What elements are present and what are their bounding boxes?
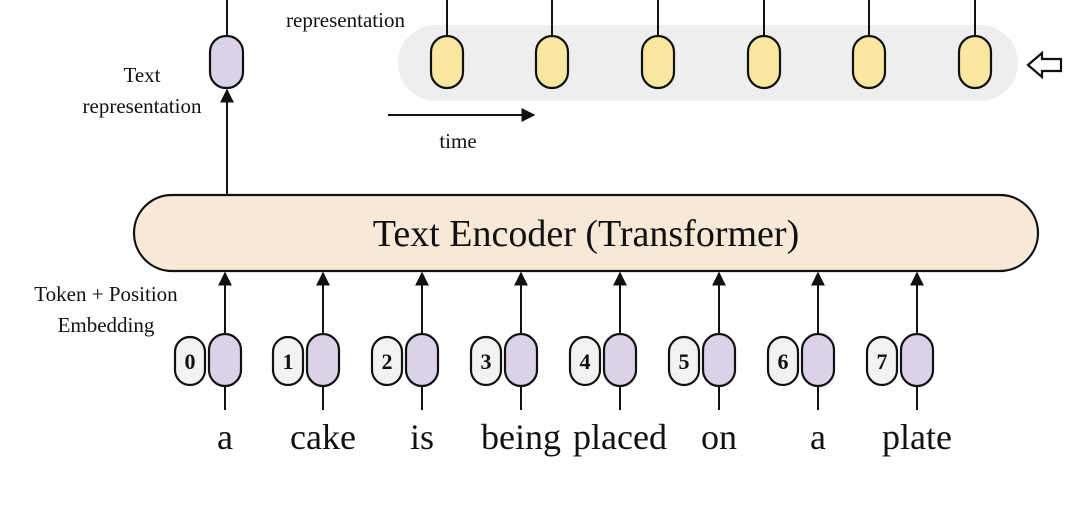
position-badge <box>865 335 899 387</box>
token-column: 0a <box>173 271 243 457</box>
token-column: 3 being <box>469 271 561 457</box>
time-label: time <box>439 129 476 153</box>
text-representation-label-line1: Text <box>123 63 160 87</box>
position-badge <box>469 335 503 387</box>
token-word: on <box>701 417 737 457</box>
token-embedding-capsule <box>800 332 836 388</box>
token-embedding-capsule <box>899 332 935 388</box>
token-column: 5 on <box>667 271 737 457</box>
position-index: 4 <box>580 349 591 374</box>
position-index: 5 <box>679 349 690 374</box>
token-embedding-capsule <box>207 332 243 388</box>
text-encoder-label: Text Encoder (Transformer) <box>373 213 799 255</box>
token-word: plate <box>882 417 952 457</box>
token-word: a <box>217 417 233 457</box>
time-feature-capsule <box>429 34 465 90</box>
top-representation-label: representation <box>286 8 405 32</box>
position-index: 7 <box>877 349 888 374</box>
text-representation-label-line2: representation <box>83 94 202 118</box>
position-badge <box>173 335 207 387</box>
token-column: 1 cake <box>271 271 356 457</box>
position-badge <box>667 335 701 387</box>
position-index: 2 <box>382 349 393 374</box>
position-index: 6 <box>778 349 789 374</box>
token-word: a <box>810 417 826 457</box>
token-embedding-capsule <box>404 332 440 388</box>
token-word: cake <box>290 417 356 457</box>
position-badge <box>271 335 305 387</box>
time-feature-capsule <box>851 34 887 90</box>
hollow-left-arrow-icon <box>1026 50 1063 80</box>
token-word: being <box>481 417 561 457</box>
text-encoder-block <box>132 193 1040 273</box>
token-word: placed <box>573 417 667 457</box>
time-feature-capsule <box>957 34 993 90</box>
token-word: is <box>410 417 434 457</box>
text-representation-feature <box>208 34 245 90</box>
token-embedding-capsule <box>503 332 539 388</box>
embedding-label-line2: Embedding <box>58 313 155 337</box>
token-column: 4 placed <box>568 271 667 457</box>
time-feature-band <box>398 25 1018 101</box>
position-badge <box>568 335 602 387</box>
time-feature-capsule <box>640 34 676 90</box>
position-badge <box>370 335 404 387</box>
position-index: 0 <box>185 349 196 374</box>
token-column: 7 plate <box>865 271 952 457</box>
token-embedding-capsule <box>701 332 737 388</box>
time-feature-capsule <box>746 34 782 90</box>
embedding-label-line1: Token + Position <box>34 282 178 306</box>
token-column: 6a <box>766 271 836 457</box>
position-badge <box>766 335 800 387</box>
position-index: 3 <box>481 349 492 374</box>
time-feature-row <box>429 0 993 90</box>
time-feature-capsule <box>534 34 570 90</box>
token-column: 2 is <box>370 271 440 457</box>
token-embedding-capsule <box>305 332 341 388</box>
token-embedding-capsule <box>602 332 638 388</box>
position-index: 1 <box>283 349 294 374</box>
